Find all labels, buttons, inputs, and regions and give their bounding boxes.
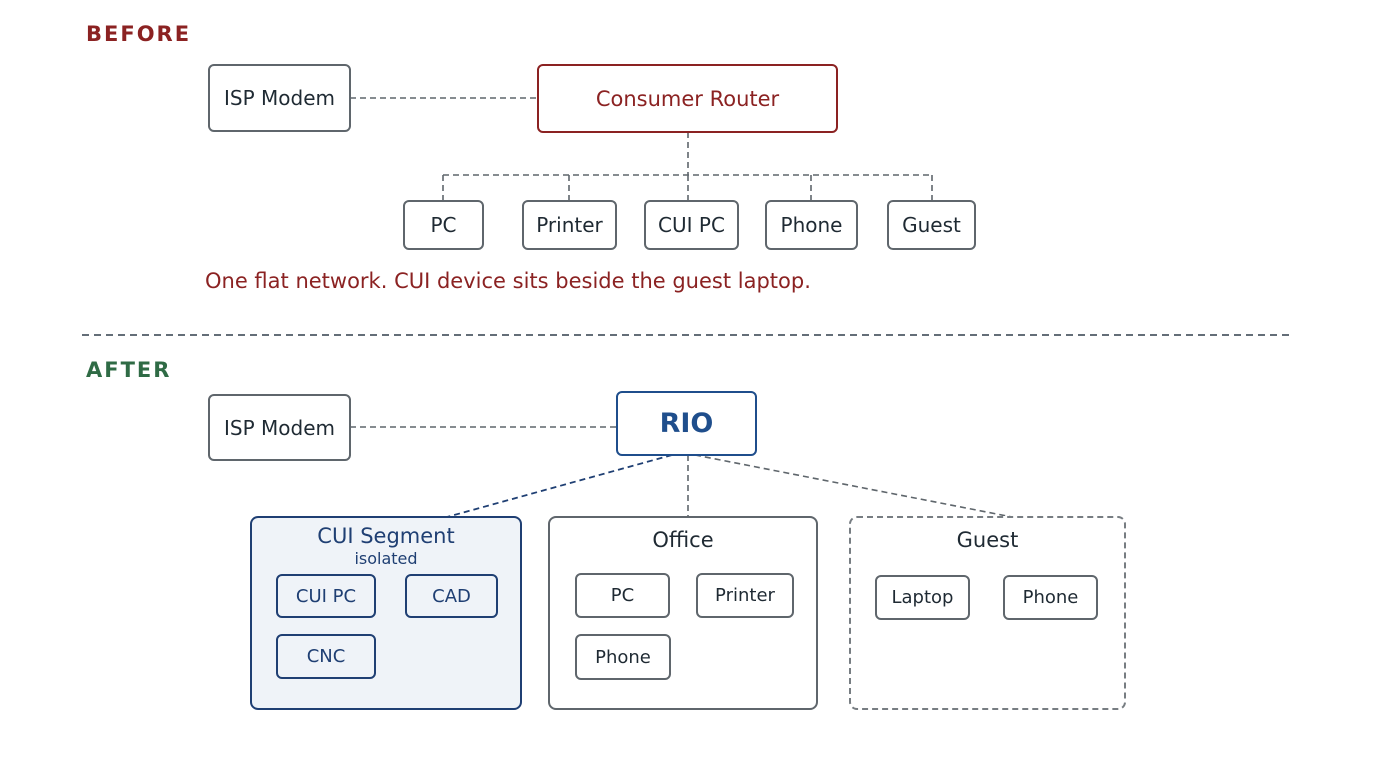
before-caption: One flat network. CUI device sits beside… [205,269,811,293]
office-segment: Office PC Printer Phone [548,516,818,710]
cui-device-label: CNC [306,646,346,667]
before-device-phone: Phone [765,200,858,250]
after-heading: AFTER [86,358,172,382]
office-device-label: Printer [715,585,775,606]
guest-device-laptop: Laptop [875,575,970,620]
before-device-label: PC [430,213,457,237]
rio-router: RIO [616,391,757,456]
office-device-label: PC [610,585,635,606]
before-device-guest: Guest [887,200,976,250]
before-device-printer: Printer [522,200,617,250]
cui-device-cad: CAD [405,574,498,618]
cui-device-cui-pc: CUI PC [276,574,376,618]
before-device-label: Phone [780,213,843,237]
rio-router-label: RIO [659,408,714,439]
cui-segment: CUI Segment isolated CUI PC CAD CNC [250,516,522,710]
before-isp-modem: ISP Modem [208,64,351,132]
cui-device-label: CAD [432,585,471,607]
cui-segment-subtitle: isolated [354,549,418,568]
before-device-label: Guest [902,213,961,237]
office-device-pc: PC [575,573,670,618]
cui-segment-title: CUI Segment [317,524,455,548]
before-device-pc: PC [403,200,484,250]
guest-segment-title: Guest [956,528,1019,552]
office-device-label: Phone [595,646,651,668]
link-rio-guest [694,454,1013,518]
guest-device-label: Phone [1022,587,1079,608]
cui-device-cnc: CNC [276,634,376,679]
consumer-router-label: Consumer Router [595,86,780,111]
office-device-printer: Printer [696,573,794,618]
consumer-router: Consumer Router [537,64,838,133]
before-heading: BEFORE [86,22,192,46]
guest-device-label: Laptop [891,587,954,608]
before-device-label: CUI PC [658,213,725,237]
before-isp-modem-label: ISP Modem [224,86,335,110]
guest-segment: Guest Laptop Phone [849,516,1126,710]
after-isp-modem-label: ISP Modem [224,415,335,440]
guest-device-phone: Phone [1003,575,1098,620]
before-device-label: Printer [536,213,603,237]
after-isp-modem: ISP Modem [208,394,351,461]
office-segment-title: Office [652,528,714,552]
cui-device-label: CUI PC [295,585,357,607]
link-rio-cui-segment [446,454,673,518]
office-device-phone: Phone [575,634,671,680]
before-device-cui-pc: CUI PC [644,200,739,250]
